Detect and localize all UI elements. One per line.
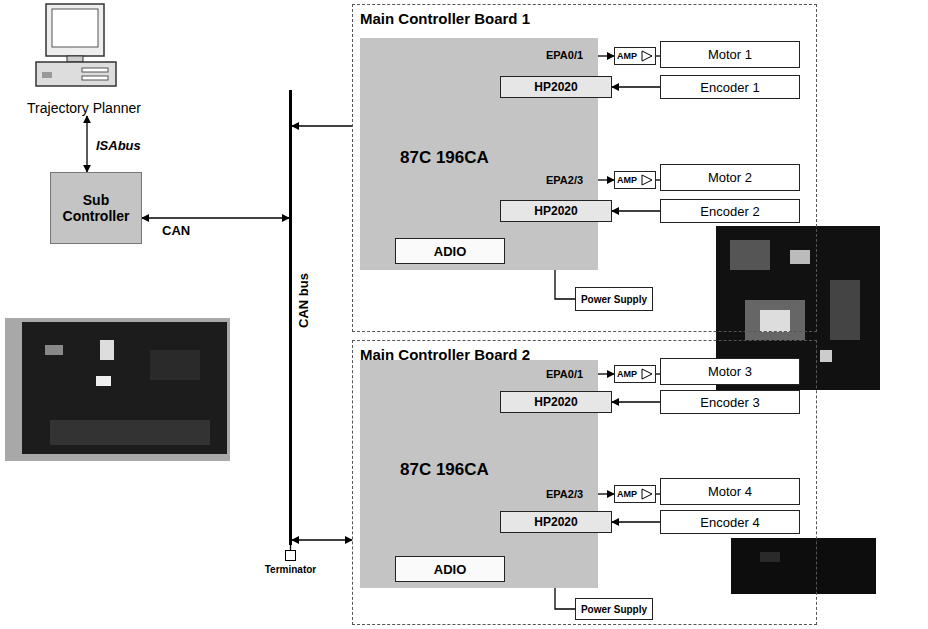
board-outline: Main Controller Board 2 87C 196CA EPA0/1EP… — [352, 340, 817, 625]
connector — [86, 116, 87, 172]
connector — [292, 125, 352, 126]
device-box: Motor 2 — [660, 164, 800, 191]
sub-controller-photo — [5, 318, 230, 461]
amp-label: AMP — [617, 489, 637, 499]
box-label: Motor 3 — [708, 364, 752, 379]
computer-icon — [12, 2, 152, 94]
amplifier: AMP — [614, 485, 656, 503]
power-supply-box: Power Supply — [575, 598, 653, 620]
power-supply-box: Power Supply — [575, 287, 653, 311]
box-label: Motor 2 — [708, 170, 752, 185]
connector — [598, 373, 614, 374]
chip-label: EPA2/3 — [546, 174, 583, 186]
device-box: Encoder 4 — [660, 510, 800, 534]
device-box: Encoder 3 — [660, 390, 800, 414]
amplifier-symbol — [641, 488, 653, 500]
box-label: HP2020 — [534, 204, 577, 218]
box-label: Encoder 4 — [700, 515, 759, 530]
device-box: Motor 4 — [660, 478, 800, 505]
connector — [612, 401, 660, 402]
chip-label: EPA2/3 — [546, 488, 583, 500]
connector — [142, 217, 289, 218]
board-photo — [731, 538, 876, 594]
decoder-chip: HP2020 — [500, 76, 612, 98]
box-label: ADIO — [434, 244, 467, 259]
bus-label: CAN bus — [296, 273, 311, 328]
amplifier-symbol — [641, 50, 653, 62]
connector — [612, 210, 660, 211]
board-title: Main Controller Board 2 — [360, 346, 530, 363]
decoder-chip: HP2020 — [500, 511, 612, 533]
box-label: Encoder 1 — [700, 80, 759, 95]
board-outline: Main Controller Board 1 87C 196CA EPA0/1EP… — [352, 4, 817, 332]
connector — [612, 521, 660, 522]
box-label: Encoder 3 — [700, 395, 759, 410]
box-label: Power Supply — [581, 604, 647, 615]
computer-node: Trajectory Planner — [12, 2, 156, 116]
chip-label: 87C 196CA — [400, 148, 489, 168]
box-label: Motor 1 — [708, 47, 752, 62]
connector — [598, 493, 614, 494]
connector — [598, 179, 614, 180]
amplifier: AMP — [614, 171, 656, 189]
box-label: HP2020 — [534, 80, 577, 94]
connector — [612, 86, 660, 87]
connector — [598, 55, 614, 56]
controller-box: Sub Controller — [50, 172, 142, 244]
decoder-chip: HP2020 — [500, 391, 612, 413]
device-box: Encoder 2 — [660, 199, 800, 223]
box-label: Sub Controller — [55, 192, 137, 224]
decoder-chip: HP2020 — [500, 200, 612, 222]
amplifier-symbol — [641, 174, 653, 186]
chip-label: EPA0/1 — [546, 368, 583, 380]
box-label: Encoder 2 — [700, 204, 759, 219]
terminator-label: Terminator — [265, 564, 317, 575]
box-label: HP2020 — [534, 515, 577, 529]
can-bus-line: CAN bus — [289, 90, 292, 545]
amp-label: AMP — [617, 51, 637, 61]
bus-label: CAN — [160, 223, 192, 238]
mcu-chip: 87C 196CA EPA0/1EPA2/3ADIO — [360, 38, 598, 270]
box-label: ADIO — [434, 562, 467, 577]
terminator: Terminator — [285, 550, 296, 561]
node-label: Trajectory Planner — [12, 100, 156, 116]
board-title: Main Controller Board 1 — [360, 10, 530, 27]
device-box: Motor 1 — [660, 41, 800, 68]
amplifier: AMP — [614, 365, 656, 383]
device-box: Encoder 1 — [660, 75, 800, 99]
connector — [555, 588, 575, 609]
box-label: Motor 4 — [708, 484, 752, 499]
amplifier: AMP — [614, 47, 656, 65]
connector — [555, 270, 575, 299]
amplifier-symbol — [641, 368, 653, 380]
amp-label: AMP — [617, 369, 637, 379]
device-box: Motor 3 — [660, 358, 800, 385]
bus-label: ISAbus — [94, 138, 143, 153]
chip-label: EPA0/1 — [546, 49, 583, 61]
chip-label: 87C 196CA — [400, 460, 489, 480]
adio-box: ADIO — [395, 556, 505, 582]
box-label: Power Supply — [581, 294, 647, 305]
amp-label: AMP — [617, 175, 637, 185]
box-label: HP2020 — [534, 395, 577, 409]
adio-box: ADIO — [395, 238, 505, 264]
connector — [292, 539, 352, 540]
